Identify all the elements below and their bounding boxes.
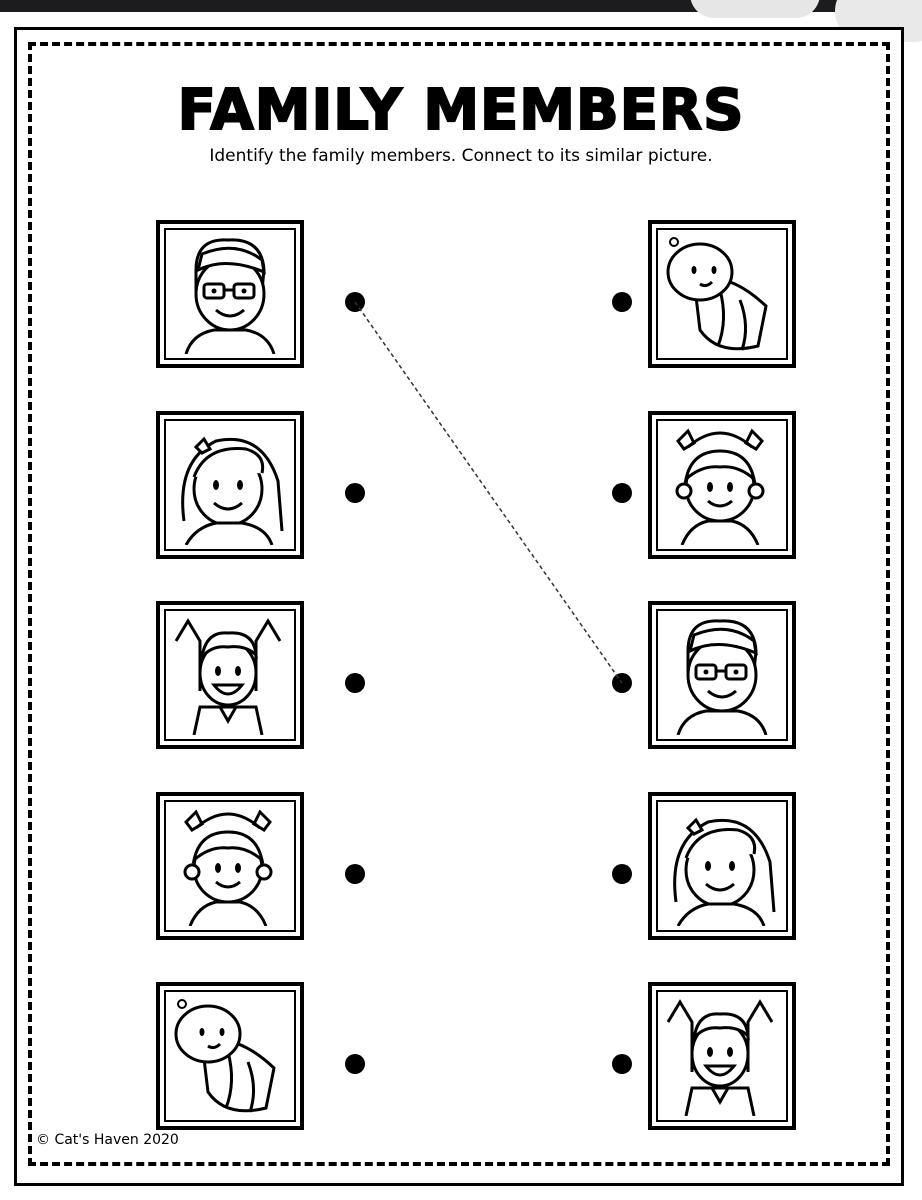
girl-with-pigtails-illustration [675, 428, 765, 545]
right-picture-card-boy-waving[interactable] [648, 982, 796, 1130]
left-picture-card-father-with-glasses[interactable] [156, 220, 304, 368]
left-connect-dot-3[interactable] [345, 673, 365, 693]
right-picture-card-mother[interactable] [648, 792, 796, 940]
father-with-glasses-illustration [676, 619, 768, 735]
right-connect-dot-3[interactable] [612, 673, 632, 693]
right-connect-dot-4[interactable] [612, 864, 632, 884]
left-connect-dot-4[interactable] [345, 864, 365, 884]
card-inner-border [164, 990, 296, 1122]
left-connect-dot-2[interactable] [345, 483, 365, 503]
boy-waving-illustration [174, 618, 282, 735]
card-inner-border [656, 419, 788, 551]
right-picture-card-baby[interactable] [648, 220, 796, 368]
card-inner-border [656, 228, 788, 360]
card-inner-border [164, 609, 296, 741]
overlay-button[interactable] [690, 0, 820, 18]
card-inner-border [164, 228, 296, 360]
mother-illustration [181, 436, 284, 545]
worksheet-title: FAMILY MEMBERS [177, 77, 745, 144]
worksheet-instructions: Identify the family members. Connect to … [209, 146, 713, 166]
boy-waving-illustration [666, 999, 774, 1116]
right-connect-dot-2[interactable] [612, 483, 632, 503]
copyright-text: © Cat's Haven 2020 [36, 1132, 179, 1148]
left-picture-card-baby[interactable] [156, 982, 304, 1130]
card-inner-border [164, 800, 296, 932]
card-inner-border [164, 419, 296, 551]
father-with-glasses-illustration [184, 238, 276, 354]
left-picture-card-boy-waving[interactable] [156, 601, 304, 749]
left-connect-dot-1[interactable] [345, 292, 365, 312]
left-picture-card-girl-with-pigtails[interactable] [156, 792, 304, 940]
baby-illustration [174, 999, 276, 1113]
right-picture-card-girl-with-pigtails[interactable] [648, 411, 796, 559]
left-picture-card-mother[interactable] [156, 411, 304, 559]
card-inner-border [656, 800, 788, 932]
card-inner-border [656, 990, 788, 1122]
baby-illustration [666, 237, 768, 351]
right-picture-card-father-with-glasses[interactable] [648, 601, 796, 749]
card-inner-border [656, 609, 788, 741]
right-connect-dot-1[interactable] [612, 292, 632, 312]
girl-with-pigtails-illustration [183, 809, 273, 926]
dashed-border [28, 42, 890, 1166]
left-connect-dot-5[interactable] [345, 1054, 365, 1074]
right-connect-dot-5[interactable] [612, 1054, 632, 1074]
mother-illustration [673, 817, 776, 926]
